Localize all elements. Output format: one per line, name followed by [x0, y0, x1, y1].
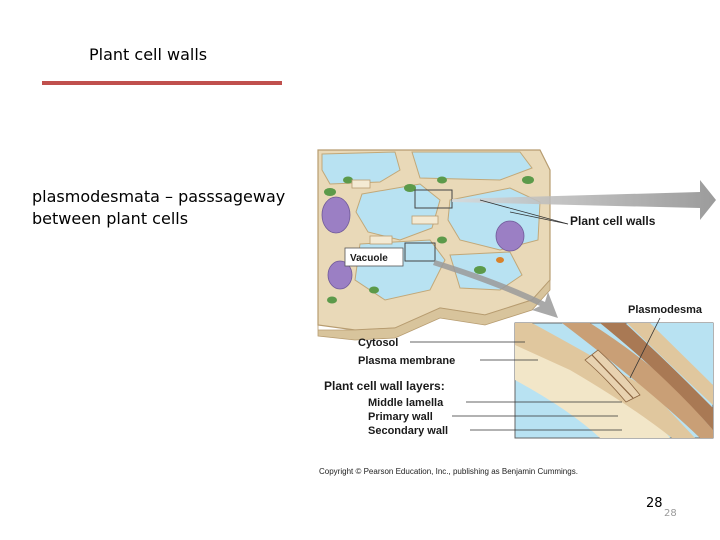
cell-tissue-illustration: Vacuole	[318, 150, 550, 340]
plasma-membrane-label: Plasma membrane	[358, 355, 455, 367]
plant-cell-walls-label: Plant cell walls	[570, 214, 656, 228]
slide-title: Plant cell walls	[89, 45, 207, 64]
page-number: 28	[646, 496, 663, 511]
secondary-wall-label: Secondary wall	[368, 425, 448, 437]
body-text: plasmodesmata – passsageway between plan…	[32, 186, 302, 230]
plant-cell-diagram: Vacuole Plant cell walls Plasmodes	[300, 140, 720, 485]
magnified-wall-panel	[515, 323, 713, 438]
page-number-watermark: 28	[664, 508, 677, 519]
middle-lamella-label: Middle lamella	[368, 397, 444, 409]
plant-cell-figure: Vacuole Plant cell walls Plasmodes	[300, 140, 720, 485]
vacuole-label: Vacuole	[350, 253, 388, 264]
title-underline	[42, 81, 282, 85]
cell-wall-layers-heading: Plant cell wall layers:	[324, 379, 445, 393]
plasmodesma-label: Plasmodesma	[628, 304, 703, 316]
copyright-notice: Copyright © Pearson Education, Inc., pub…	[319, 467, 578, 476]
cytosol-label: Cytosol	[358, 337, 398, 349]
primary-wall-label: Primary wall	[368, 411, 433, 423]
